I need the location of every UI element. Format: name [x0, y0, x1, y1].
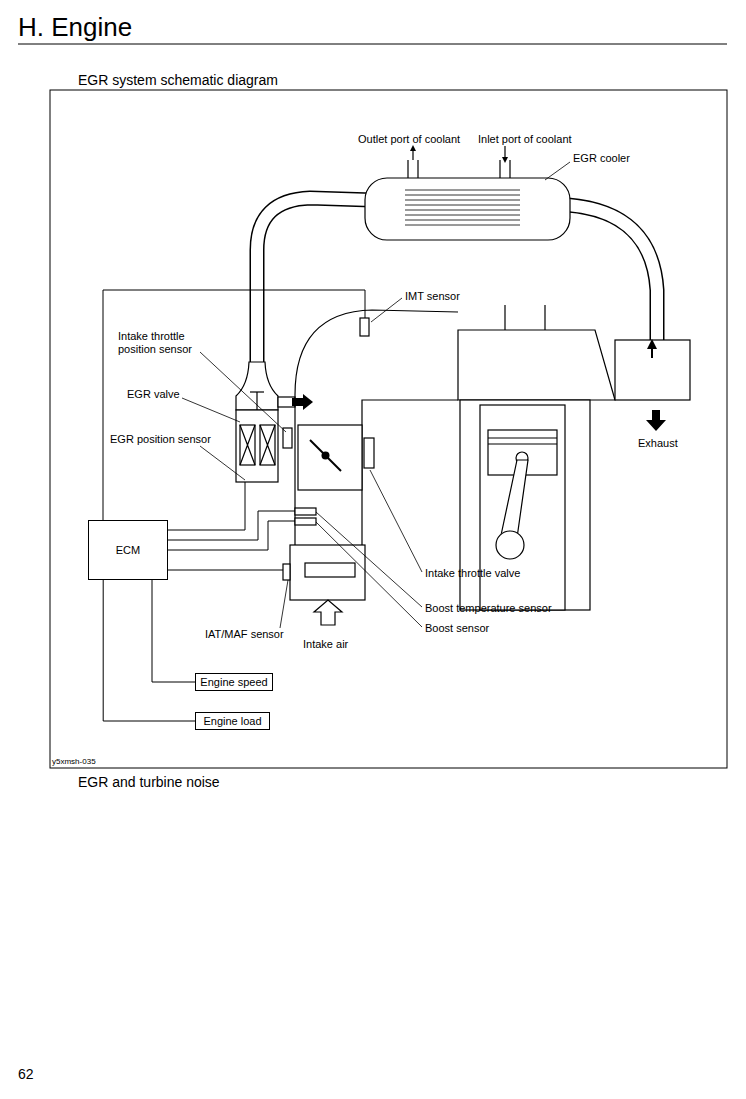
part-label: Intake air [303, 638, 348, 651]
box-text: ECM [116, 544, 140, 556]
part-label: Boost temperature sensor [425, 602, 552, 615]
egr-valve [236, 362, 295, 482]
part-label: Exhaust [638, 437, 678, 450]
input-box: Engine speed [195, 673, 273, 691]
part-label: EGR valve [127, 388, 180, 401]
part-label: IMT sensor [405, 290, 460, 303]
signal-wire [103, 580, 195, 721]
part-label: EGR position sensor [110, 433, 211, 446]
diagram-title: EGR system schematic diagram [78, 72, 278, 88]
egr-cooler [365, 146, 570, 240]
header-rule [18, 44, 727, 45]
imt-sensor [360, 318, 369, 336]
part-label: Outlet port of coolant [358, 133, 460, 146]
ecm-box: ECM [88, 520, 168, 580]
frame [50, 90, 727, 768]
part-label: IAT/MAF sensor [205, 628, 284, 641]
box-text: Engine load [203, 715, 261, 727]
page-heading: H. Engine [18, 12, 132, 43]
part-label: Intake throttle valve [425, 567, 520, 580]
page-number: 62 [18, 1066, 34, 1083]
throttle-pivot [322, 452, 330, 460]
engine [458, 305, 690, 610]
part-label: Intake throttle position sensor [118, 330, 210, 356]
egr-up-arrow [651, 344, 653, 358]
figure-code: y5xmsh-035 [52, 757, 96, 767]
part-label: Inlet port of coolant [478, 133, 572, 146]
part-label: EGR cooler [573, 152, 630, 165]
part-label: Boost sensor [425, 622, 489, 635]
input-box: Engine load [195, 712, 270, 730]
signal-wire [152, 580, 195, 682]
box-text: Engine speed [200, 676, 267, 688]
exhaust-arrow [646, 410, 666, 431]
leader-lines [182, 162, 570, 628]
section-heading: EGR and turbine noise [78, 774, 220, 791]
